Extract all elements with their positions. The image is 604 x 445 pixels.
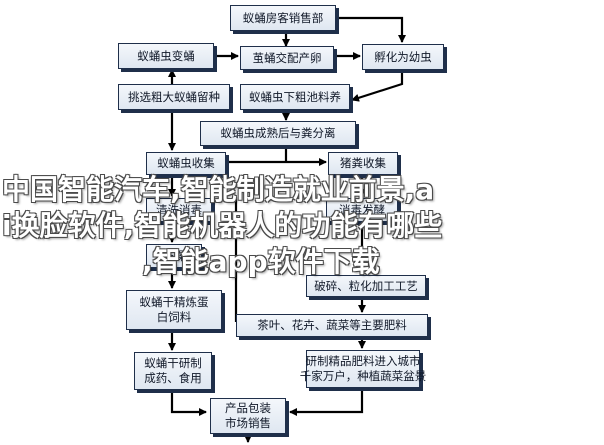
node-pupa-collect: 蚁蛹虫收集 (146, 152, 226, 175)
node-ant-sales-line-1: 蚁蛹房客销售部 (242, 10, 324, 25)
arrow-left-loop (230, 198, 238, 322)
overlay-line-2: i换脸软件,智能机器人的功能有哪些 (2, 209, 443, 242)
overlay-caption: 中国智能汽车,智能制造就业前景,a i换脸软件,智能机器人的功能有哪些 ,智能a… (2, 172, 602, 280)
node-organic-market-line-2: 千家万户，种植蔬菜盆景 (299, 369, 427, 383)
arrow-feed-to-product (170, 392, 207, 416)
node-pupa-drop-pool-line-1: 蚁蛹虫下粗池料养 (249, 89, 341, 104)
node-ant-sales: 蚁蛹房客销售部 (230, 5, 336, 31)
arrow-separate-split (228, 146, 320, 164)
node-organic-market: 研制精品肥料进入城市 千家万户，种植蔬菜盆景 (300, 350, 426, 388)
node-feed-made-line-1: 蚁蛹干研制 (144, 356, 202, 370)
node-select-stay: 挑选粗大蚁蛹留种 (118, 84, 230, 110)
node-protein-line-2: 白饲料 (156, 310, 192, 324)
node-organic-market-line-1: 研制精品肥料进入城市 (305, 354, 421, 368)
node-feed-made-line-2: 成药、食用 (144, 371, 202, 385)
node-hatch-larva-line-1: 孵化为幼虫 (374, 49, 432, 64)
node-protein-line-1: 蚁蛹干精炼蛋 (139, 295, 209, 309)
overlay-line-1: 中国智能汽车,智能制造就业前景,a (2, 173, 435, 206)
node-dry-line-1: 干燥 (162, 248, 186, 263)
node-product-pack: 产品包装 市场销售 (210, 398, 286, 434)
node-fertilizer: 茶叶、花卉、蔬菜等主要肥料 (236, 314, 428, 337)
node-ant-transform: 蚁蛹虫变蛹 (118, 43, 214, 69)
node-crush-bag: 破碎、粒化加工工艺 (306, 275, 426, 297)
node-pupa-grow-feed-line-1: 蚁蛹虫成熟后与粪分离 (220, 126, 336, 140)
node-pupa-drop-pool: 蚁蛹虫下粗池料养 (240, 84, 350, 110)
node-cocoon-produce-line-1: 茧蛹交配产卵 (252, 50, 322, 65)
arrow-top-to-hatch (336, 16, 406, 43)
arrow-hatch-to-pool (351, 70, 404, 102)
node-clean-kill: 清洗消毒 (146, 198, 212, 222)
node-fermented-line-1: 消毒发酵 (339, 202, 385, 217)
node-select-stay-line-1: 挑选粗大蚁蛹留种 (128, 89, 220, 104)
node-hatch-larva: 孵化为幼虫 (362, 44, 444, 70)
node-cocoon-produce: 茧蛹交配产卵 (240, 46, 334, 70)
node-ant-transform-line-1: 蚁蛹虫变蛹 (137, 48, 195, 63)
node-fermented: 消毒发酵 (326, 198, 398, 222)
overlay-line-3: ,智能app软件下载 (142, 245, 380, 278)
node-protein: 蚁蛹干精炼蛋 白饲料 (126, 290, 222, 330)
node-product-pack-line-2: 市场销售 (225, 416, 271, 430)
node-manure-collect: 猪粪收集 (328, 152, 398, 175)
node-crush-bag-line-1: 破碎、粒化加工工艺 (314, 278, 418, 293)
node-feed-made: 蚁蛹干研制 成药、食用 (134, 352, 212, 390)
node-product-pack-line-1: 产品包装 (225, 401, 271, 415)
node-manure-collect-line-1: 猪粪收集 (340, 156, 386, 170)
node-pupa-collect-line-1: 蚁蛹虫收集 (157, 156, 215, 170)
node-fertilizer-line-1: 茶叶、花卉、蔬菜等主要肥料 (257, 318, 407, 332)
node-pupa-grow-feed: 蚁蛹虫成熟后与粪分离 (200, 121, 356, 146)
node-dry: 干燥 (146, 244, 202, 268)
node-clean-kill-line-1: 清洗消毒 (156, 202, 202, 217)
arrow-organic-to-product (289, 388, 364, 416)
